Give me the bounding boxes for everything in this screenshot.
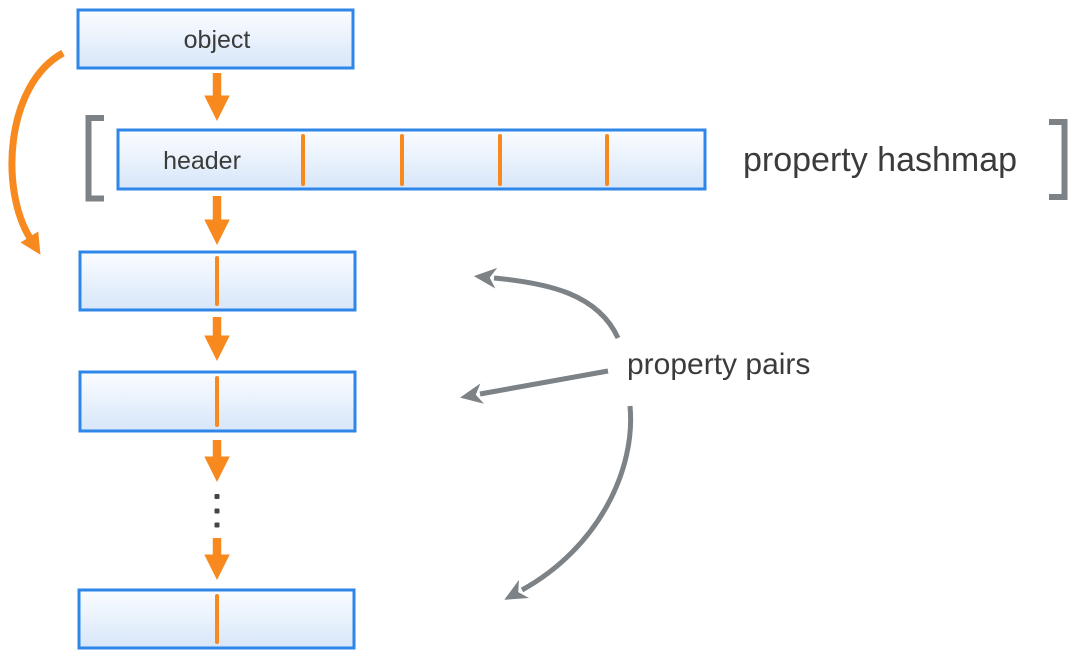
pairs-pointer-bottom-icon — [504, 405, 634, 600]
left-bracket-icon — [85, 115, 104, 202]
object-box — [76, 8, 355, 70]
header-label: header — [163, 147, 241, 175]
vertical-ellipsis-icon — [214, 494, 220, 528]
property-pair-node — [78, 370, 357, 433]
object-node: object — [76, 8, 355, 70]
object-label: object — [184, 26, 251, 54]
right-bracket-icon — [1049, 119, 1068, 200]
arrow-object-to-pairs-curved-icon — [8, 49, 65, 255]
property-pairs-caption: property pairs — [627, 348, 810, 381]
property-pair-node — [77, 588, 356, 650]
hashmap-node: header — [116, 128, 707, 191]
property-hashmap-caption: property hashmap — [743, 141, 1017, 179]
pairs-pointer-middle-icon — [460, 368, 609, 404]
property-pair-node — [78, 250, 357, 312]
pairs-pointer-top-icon — [473, 267, 621, 340]
